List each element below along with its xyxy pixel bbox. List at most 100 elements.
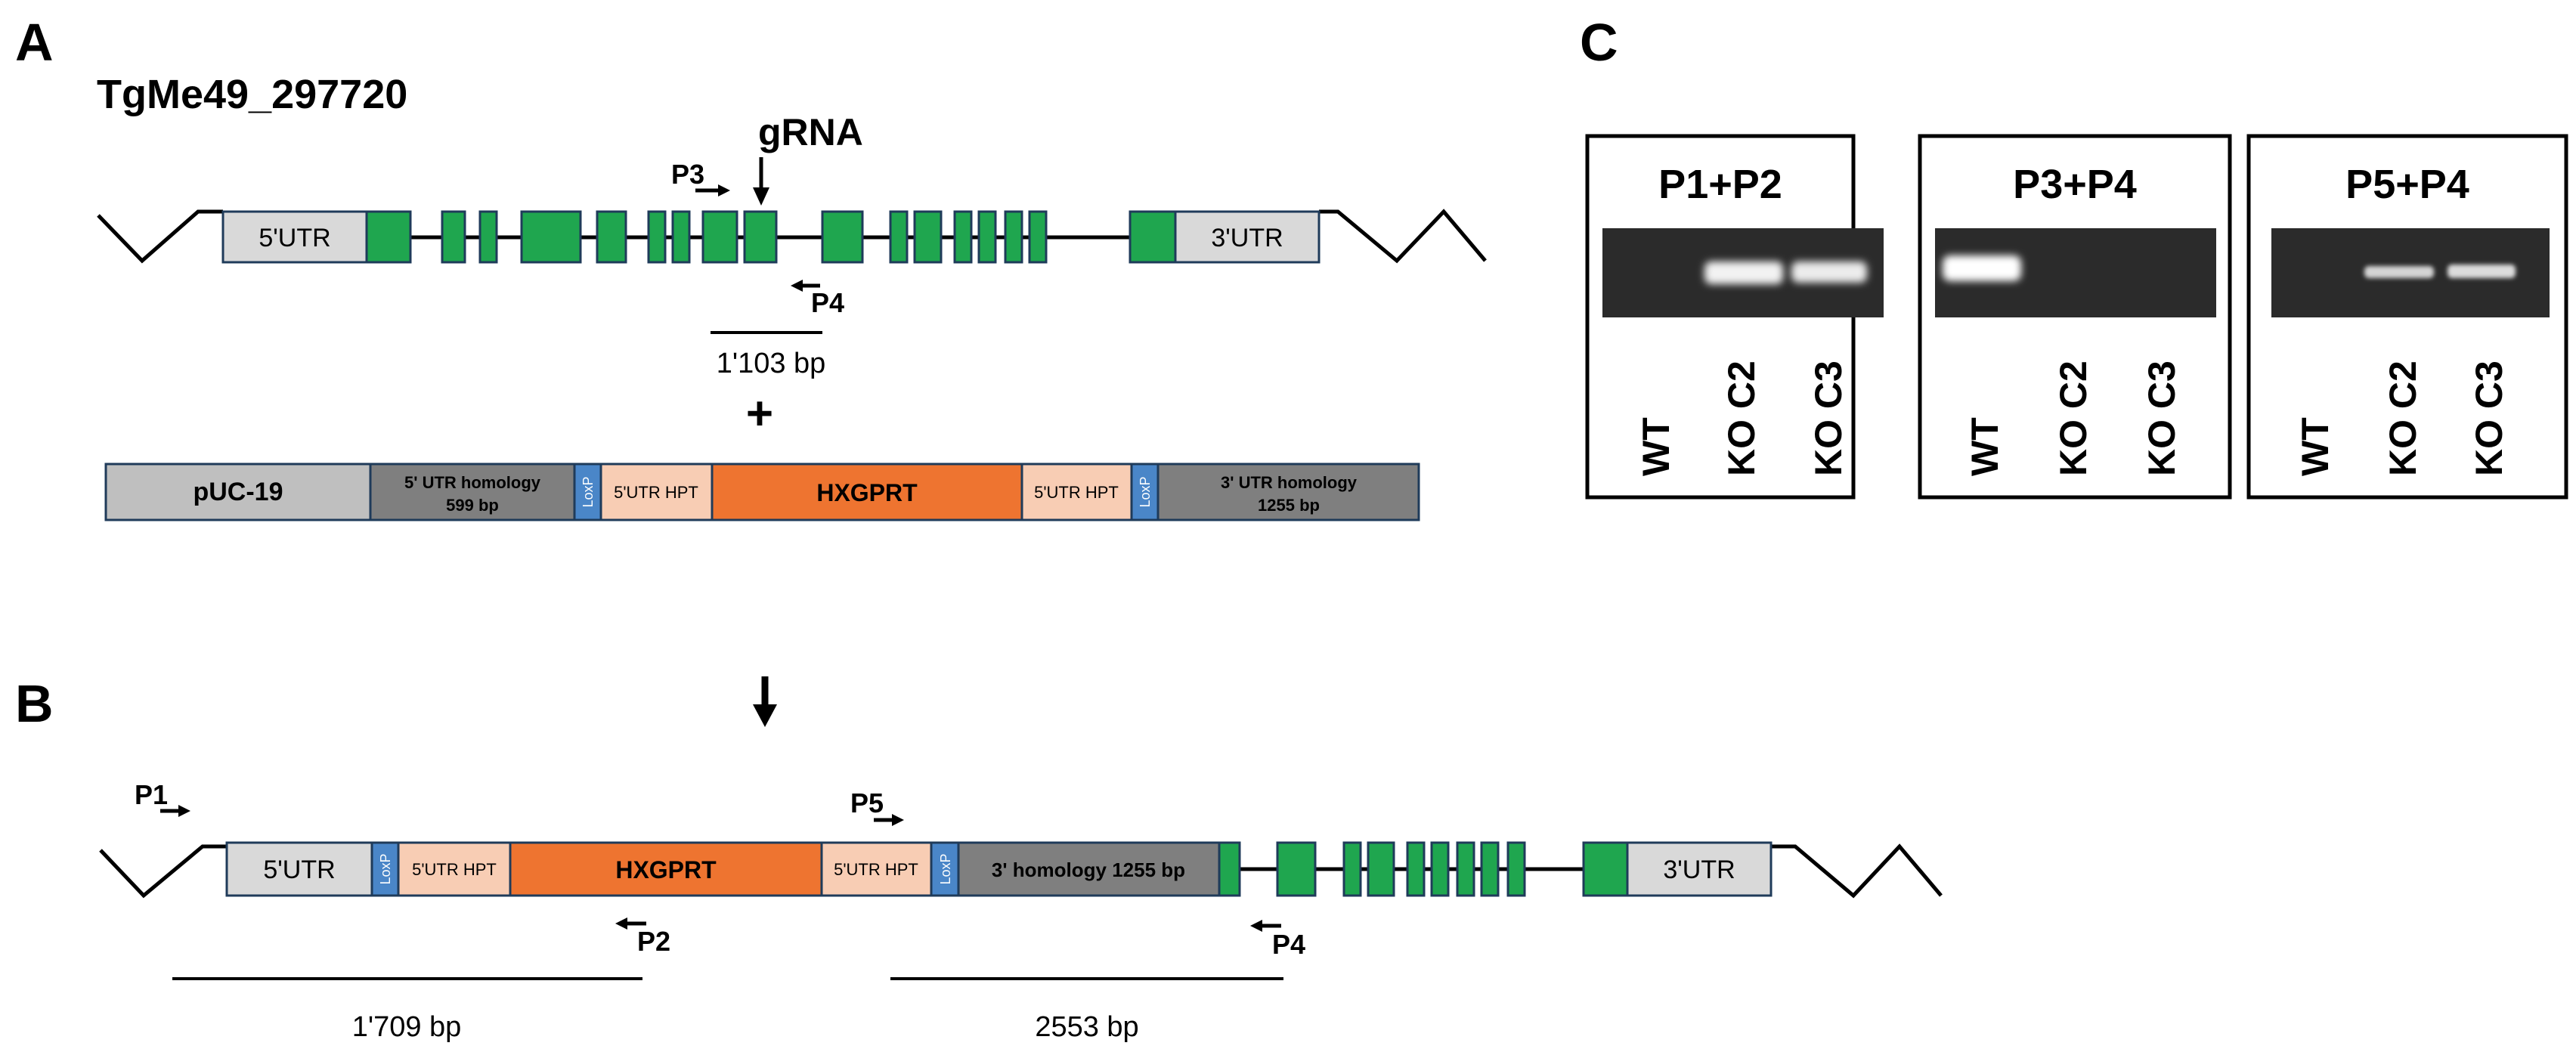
grna-label: gRNA — [758, 111, 863, 153]
puc19-box — [104, 463, 372, 521]
lane-label-2-koc2: KO C2 — [2052, 360, 2095, 476]
hom3-box — [1156, 463, 1420, 521]
panel-c-label: C — [1580, 13, 1618, 72]
p4-label: P4 — [811, 287, 844, 318]
p4b-label: P4 — [1272, 929, 1305, 960]
exon — [671, 210, 691, 264]
exons-a — [365, 210, 1177, 264]
gel-frame-3 — [2246, 134, 2568, 500]
gel-band-p1p2-koc2 — [1704, 261, 1783, 284]
exon — [1367, 841, 1395, 897]
hom5-label-line2: 599 bp — [446, 496, 499, 515]
exon — [1406, 841, 1426, 897]
utr3-label: 3'UTR — [1211, 224, 1283, 252]
hpt5-box-b — [397, 841, 512, 897]
utr3-box-b — [1626, 841, 1773, 897]
exon — [1129, 210, 1177, 264]
donor-construct: pUC-19 5' UTR homology 599 bp LoxP 5'UTR… — [104, 463, 1420, 521]
exon — [701, 210, 738, 264]
exon — [365, 210, 412, 264]
puc19-label: pUC-19 — [193, 478, 283, 506]
grna-arrow-icon — [753, 187, 769, 206]
hxgprt-label-b: HXGPRT — [615, 856, 717, 883]
utr5-label-b: 5'UTR — [263, 856, 335, 884]
p1-arrow-icon — [178, 805, 190, 817]
hom3-label-line1: 3' UTR homology — [1221, 473, 1358, 492]
exon — [1456, 841, 1475, 897]
panel-a-label: A — [15, 13, 54, 72]
exon — [977, 210, 997, 264]
loxp-label-2: LoxP — [1138, 476, 1153, 507]
exon — [520, 210, 582, 264]
hxgprt-box — [711, 463, 1023, 521]
lane-label-3-wt: WT — [2294, 417, 2336, 476]
hpt5-label-b: 5'UTR HPT — [412, 860, 497, 879]
hxgprt-box-b — [509, 841, 823, 897]
hpt3-box — [1020, 463, 1133, 521]
p2-label: P2 — [637, 926, 670, 957]
lane-label-3-koc3: KO C3 — [2468, 360, 2510, 476]
hom5-box — [369, 463, 576, 521]
gel-p5p4: P5+P4 WT KO C2 KO C3 — [2246, 134, 2568, 500]
homology-box-b — [957, 841, 1221, 897]
hpt3-label-b: 5'UTR HPT — [834, 860, 918, 879]
hom5-label-line1: 5' UTR homology — [404, 473, 541, 492]
loxp-label-1: LoxP — [581, 476, 596, 507]
lane-label-2-wt: WT — [1964, 417, 2006, 476]
gene-id-label: TgMe49_297720 — [97, 72, 407, 117]
exon — [1582, 841, 1629, 897]
gel-title-3: P5+P4 — [2345, 162, 2469, 207]
p3-arrow-icon — [718, 184, 730, 196]
exon — [1342, 841, 1362, 897]
gel-band-p3p4-wt — [1943, 255, 2021, 281]
p4-arrow-icon — [791, 280, 803, 292]
p3-label: P3 — [671, 159, 704, 190]
exon — [1004, 210, 1023, 264]
gel-band-p5p4-koc2 — [2364, 266, 2434, 278]
amplicon-label-b2: 2553 bp — [1035, 1011, 1138, 1043]
utr5-box-b — [225, 841, 373, 897]
loxp-label-b1: LoxP — [378, 853, 393, 884]
exon — [889, 210, 909, 264]
exon — [441, 210, 466, 264]
hom3-label-line2: 1255 bp — [1258, 496, 1320, 515]
exon — [1506, 841, 1526, 897]
lane-label-2-koc3: KO C3 — [2141, 360, 2183, 476]
utr3-label-b: 3'UTR — [1663, 856, 1735, 884]
gel-title-2: P3+P4 — [2013, 162, 2137, 207]
exon — [821, 210, 864, 264]
p4b-arrow-icon — [1250, 920, 1262, 932]
amplicon-label-a: 1'103 bp — [717, 348, 826, 379]
lane-label-1-koc2: KO C2 — [1720, 360, 1763, 476]
exon — [1480, 841, 1500, 897]
exon — [647, 210, 667, 264]
exon — [743, 210, 778, 264]
hpt3-box-b — [820, 841, 933, 897]
lane-label-1-koc3: KO C3 — [1807, 360, 1850, 476]
exon — [913, 210, 943, 264]
hpt3-label: 5'UTR HPT — [1034, 483, 1119, 502]
panel-b: B 5'UTR LoxP 5'UTR HPT HXGPRT 5'UTR HPT … — [15, 674, 1943, 1043]
p5-arrow-icon — [892, 814, 904, 826]
exon — [596, 210, 627, 264]
exons-b — [1218, 841, 1629, 897]
plus-sign: + — [746, 388, 773, 440]
exon — [478, 210, 498, 264]
p5-label: P5 — [850, 787, 884, 818]
exon — [1028, 210, 1048, 264]
gel-title-1: P1+P2 — [1658, 162, 1782, 207]
gel-p1p2: P1+P2 WT KO C2 KO C3 — [1585, 134, 1884, 500]
gel-band-p5p4-koc3 — [2448, 265, 2516, 278]
utr5-label: 5'UTR — [259, 224, 330, 252]
exon — [1218, 841, 1241, 897]
p2-arrow-icon — [615, 917, 627, 930]
hpt5-label: 5'UTR HPT — [614, 483, 698, 502]
exon — [953, 210, 973, 264]
panel-a: A TgMe49_297720 5'UTR 3'UTR — [15, 13, 1487, 521]
gel-p3p4: P3+P4 WT KO C2 KO C3 — [1918, 134, 2232, 500]
exon — [1430, 841, 1450, 897]
hpt5-box — [599, 463, 714, 521]
lane-label-3-koc2: KO C2 — [2382, 360, 2424, 476]
gel-frame-2 — [1918, 134, 2232, 500]
